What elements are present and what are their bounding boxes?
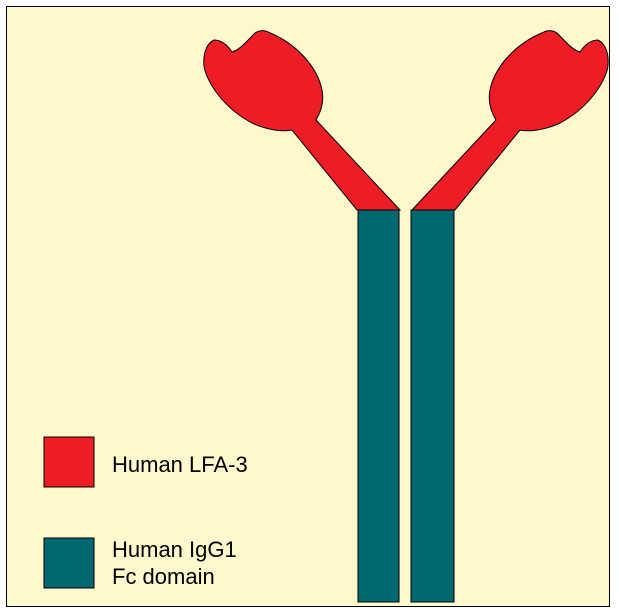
- legend-swatch-igg1-fc: [44, 538, 94, 588]
- igg1-fc-chain-left: [358, 210, 399, 602]
- igg1-fc-chain-right: [411, 210, 454, 602]
- legend-swatch-lfa3: [44, 437, 94, 487]
- legend-label-igg1-line1: Human IgG1: [112, 537, 237, 562]
- legend-label-lfa3: Human LFA-3: [112, 452, 248, 477]
- legend-label-igg1-line2: Fc domain: [112, 564, 215, 589]
